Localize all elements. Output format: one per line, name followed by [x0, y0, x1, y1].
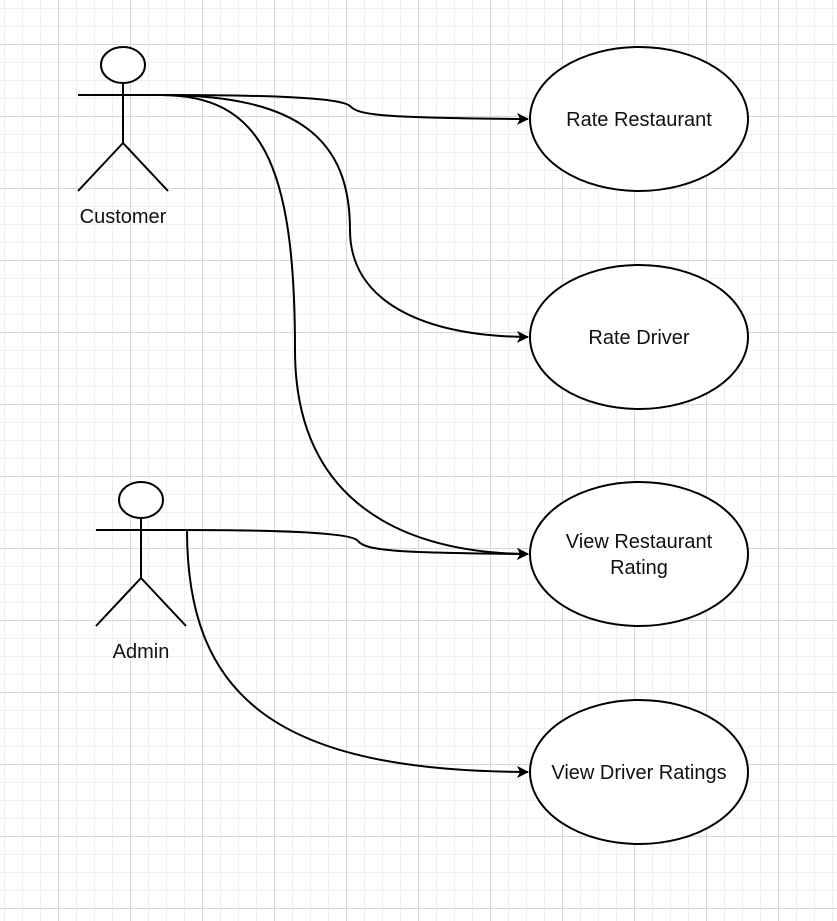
use-case-rate-driver-label: Rate Driver [588, 327, 689, 349]
use-case-view-driver-ratings-shape [529, 699, 749, 845]
association-customer-rate-driver[interactable] [159, 94, 529, 343]
association-customer-rate-restaurant[interactable] [159, 94, 529, 125]
association-admin-view-restaurant-rating[interactable] [179, 529, 529, 560]
actor-admin[interactable] [95, 481, 187, 627]
use-case-view-restaurant-rating-label-line-1: View Restaurant [566, 531, 713, 553]
use-case-rate-restaurant-label: Rate Restaurant [566, 109, 712, 131]
actor-customer-left-leg [77, 142, 124, 192]
association-customer-view-restaurant-rating[interactable] [159, 94, 529, 560]
actor-customer-right-leg [122, 142, 169, 192]
use-case-view-restaurant-rating-shape [529, 481, 749, 627]
use-case-rate-restaurant[interactable]: Rate Restaurant [529, 46, 749, 192]
association-admin-view-driver-ratings[interactable] [186, 529, 529, 778]
actor-customer[interactable] [77, 46, 169, 192]
use-case-view-driver-ratings[interactable]: View Driver Ratings [529, 699, 749, 845]
use-case-view-restaurant-rating[interactable]: View Restaurant Rating [529, 481, 749, 627]
use-case-rate-driver[interactable]: Rate Driver [529, 264, 749, 410]
use-case-view-restaurant-rating-label-line-2: Rating [610, 557, 668, 579]
actor-admin-right-leg [140, 577, 187, 627]
actor-admin-head [118, 481, 164, 519]
use-case-view-driver-ratings-label: View Driver Ratings [551, 762, 726, 784]
actor-admin-left-leg [95, 577, 142, 627]
actor-customer-head [100, 46, 146, 84]
use-case-rate-driver-shape [529, 264, 749, 410]
actor-customer-label: Customer [80, 206, 167, 228]
associations [159, 94, 529, 778]
use-case-rate-restaurant-shape [529, 46, 749, 192]
actor-admin-label: Admin [113, 641, 170, 663]
